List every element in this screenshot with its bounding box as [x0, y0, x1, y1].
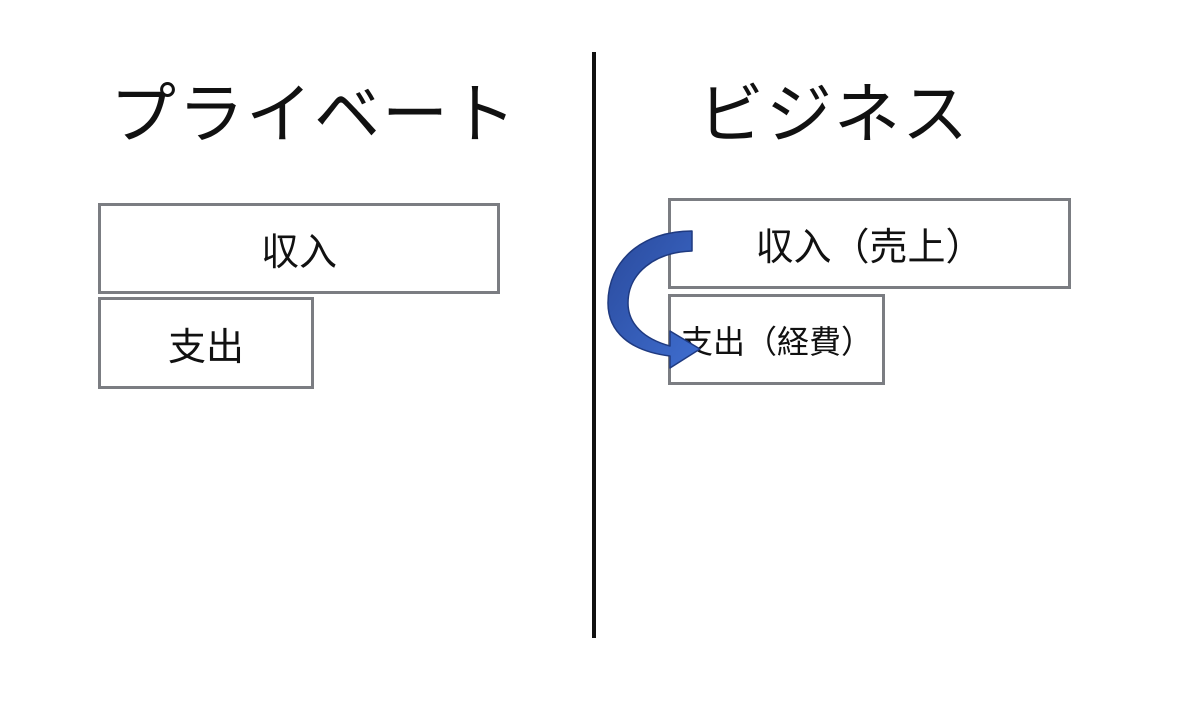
- business-income-box: 収入（売上）: [668, 198, 1071, 289]
- business-heading: ビジネス: [698, 76, 970, 153]
- private-income-label: 収入: [260, 230, 337, 274]
- private-expense-box: 支出: [98, 297, 314, 389]
- business-expense-label: 支出（経費）: [681, 322, 874, 361]
- column-divider: [592, 52, 596, 638]
- business-income-label: 収入（売上）: [755, 225, 984, 269]
- curved-arrow-icon: [607, 230, 701, 369]
- private-income-box: 収入: [98, 203, 500, 294]
- private-expense-label: 支出: [167, 324, 244, 369]
- business-expense-box: 支出（経費）: [668, 294, 885, 385]
- private-heading: プライベート: [110, 76, 518, 153]
